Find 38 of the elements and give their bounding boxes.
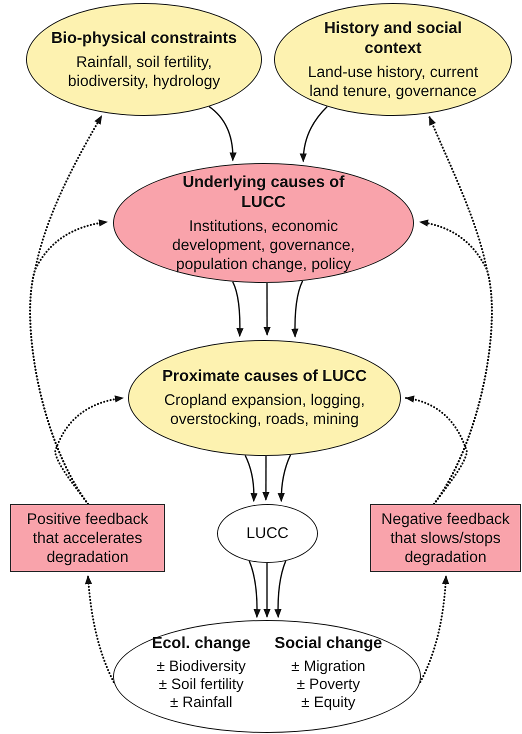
column-heading: Social change bbox=[274, 634, 382, 654]
dotted-arrow bbox=[54, 396, 124, 505]
node-title: Underlying causes of LUCC bbox=[182, 172, 346, 212]
node-title: Proximate causes of LUCC bbox=[162, 367, 367, 387]
arrow bbox=[244, 455, 258, 502]
arrow bbox=[291, 280, 304, 338]
arrow bbox=[248, 560, 261, 618]
node-title: History and social context bbox=[323, 18, 463, 58]
node-description: Rainfall, soil fertility, biodiversity, hydrology bbox=[66, 52, 222, 90]
arrow bbox=[232, 281, 244, 338]
dotted-arrow bbox=[85, 575, 115, 683]
list-item: ± Equity bbox=[301, 694, 356, 712]
node-label: LUCC bbox=[246, 524, 289, 543]
list-item: ± Biodiversity bbox=[156, 658, 246, 676]
column-heading: Ecol. change bbox=[152, 634, 251, 654]
feedback-box bbox=[370, 504, 521, 572]
arrow bbox=[262, 456, 270, 501]
list-item: ± Migration bbox=[291, 658, 366, 676]
node-label: Negative feedback that slows/stops degradation bbox=[380, 510, 511, 566]
list-item: ± Soil fertility bbox=[158, 676, 244, 694]
arrow bbox=[208, 106, 236, 162]
dotted-arrow bbox=[419, 575, 450, 683]
node-title: Bio-physical constraints bbox=[51, 28, 237, 48]
arrow bbox=[263, 563, 271, 618]
feedback-box bbox=[10, 504, 165, 572]
list-item: ± Poverty bbox=[296, 676, 360, 694]
node-description: Institutions, economic development, governance, population change, policy bbox=[171, 216, 356, 274]
node-description: Cropland expansion, logging, overstocking, roads, mining bbox=[163, 391, 366, 429]
arrow bbox=[263, 283, 271, 336]
arrow bbox=[278, 454, 292, 502]
node-label: Positive feedback that accelerates degradation bbox=[26, 510, 150, 566]
node-description: Land-use history, current land tenure, governance bbox=[306, 62, 480, 100]
dotted-arrow bbox=[29, 220, 108, 505]
arrow bbox=[300, 106, 328, 162]
dotted-arrow bbox=[419, 220, 493, 505]
list-item: ± Rainfall bbox=[170, 694, 232, 712]
dotted-arrow bbox=[405, 396, 468, 505]
arrow bbox=[274, 560, 286, 618]
